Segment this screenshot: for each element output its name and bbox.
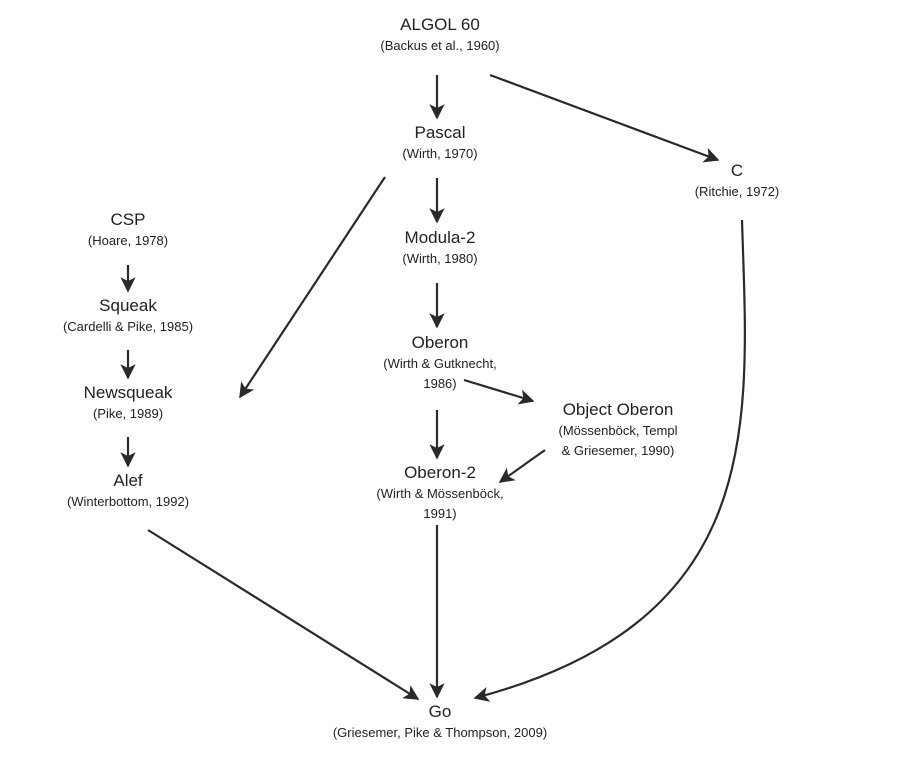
node-name: Oberon (411, 333, 469, 352)
node-name: C (730, 161, 744, 180)
arrow-algol-c (489, 73, 720, 163)
arrow-alef-go (147, 529, 420, 700)
arrow-objoberon-oberon2 (498, 449, 546, 483)
node-name: Pascal (414, 123, 466, 142)
node-citation: (Griesemer, Pike & Thompson, 2009) (332, 725, 548, 740)
node-citation: (Wirth, 1980) (402, 251, 478, 266)
node-alef: Alef (Winterbottom, 1992) (67, 470, 189, 512)
node-citation-year: 1986) (423, 376, 457, 391)
node-citation: (Hoare, 1978) (87, 233, 169, 248)
node-citation-year: 1991) (423, 506, 457, 521)
node-object-oberon: Object Oberon (Mössenböck, Templ & Gries… (559, 399, 678, 461)
node-squeak: Squeak (Cardelli & Pike, 1985) (63, 295, 193, 337)
node-oberon-2: Oberon-2 (Wirth & Mössenböck, 1991) (376, 462, 503, 524)
node-citation: (Wirth & Gutknecht, (383, 356, 497, 371)
node-newsqueak: Newsqueak (Pike, 1989) (84, 382, 173, 424)
node-citation: (Wirth, 1970) (402, 146, 478, 161)
arrow-pascal-newsqueak (239, 176, 386, 399)
arrow-c-go (473, 219, 746, 702)
node-pascal: Pascal (Wirth, 1970) (402, 122, 477, 164)
node-name: ALGOL 60 (400, 15, 480, 34)
node-citation: (Pike, 1989) (92, 406, 164, 421)
node-name: Newsqueak (83, 383, 173, 402)
node-go: Go (Griesemer, Pike & Thompson, 2009) (333, 701, 547, 743)
node-name: Object Oberon (562, 400, 674, 419)
node-name: Squeak (99, 296, 157, 315)
node-name: CSP (110, 210, 146, 229)
node-citation: (Mössenböck, Templ (558, 423, 678, 438)
node-citation-year: & Griesemer, 1990) (561, 443, 675, 458)
node-name: Oberon-2 (404, 463, 476, 482)
node-citation: (Wirth & Mössenböck, (376, 486, 504, 501)
node-citation: (Cardelli & Pike, 1985) (62, 319, 194, 334)
node-name: Alef (113, 471, 143, 490)
node-modula-2: Modula-2 (Wirth, 1980) (402, 227, 477, 269)
node-c: C (Ritchie, 1972) (695, 160, 780, 202)
node-citation: (Winterbottom, 1992) (66, 494, 190, 509)
node-algol-60: ALGOL 60 (Backus et al., 1960) (380, 14, 499, 56)
node-citation: (Backus et al., 1960) (380, 38, 500, 53)
node-name: Modula-2 (404, 228, 476, 247)
node-oberon: Oberon (Wirth & Gutknecht, 1986) (383, 332, 496, 394)
arrow-oberon-objoberon (463, 378, 535, 405)
node-name: Go (428, 702, 452, 721)
node-csp: CSP (Hoare, 1978) (88, 209, 168, 251)
node-citation: (Ritchie, 1972) (694, 184, 780, 199)
